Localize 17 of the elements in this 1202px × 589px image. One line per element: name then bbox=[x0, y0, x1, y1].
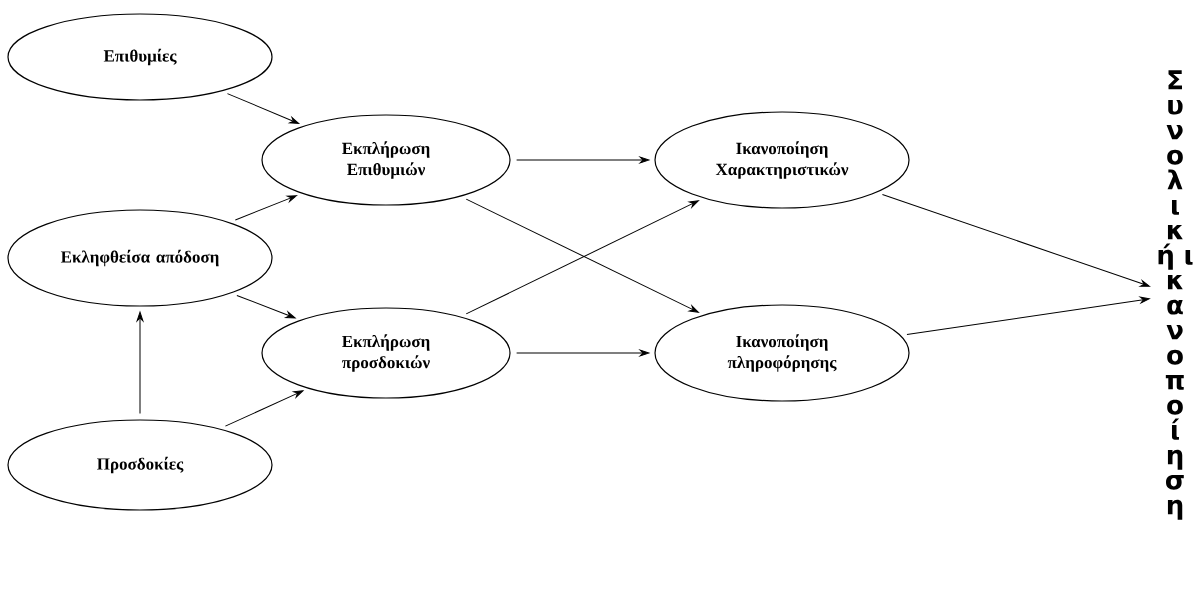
ellipse-node: Προσδοκίες bbox=[7, 419, 273, 511]
arrow bbox=[906, 296, 1150, 336]
ellipse-node: Επιθυμίες bbox=[7, 13, 273, 101]
arrow bbox=[236, 294, 296, 319]
arrow bbox=[516, 349, 650, 357]
ellipse-node: Ικανοποίηση πληροφόρησης bbox=[654, 304, 910, 402]
arrow bbox=[516, 156, 650, 164]
ellipse-node: Εκληφθείσα απόδοση bbox=[7, 209, 273, 307]
vertical-text: Συνολική ικανοποίηση bbox=[1158, 70, 1193, 520]
arrow bbox=[136, 311, 144, 414]
arrow bbox=[234, 195, 298, 221]
ellipse-node: Εκπλήρωση προσδοκιών bbox=[261, 307, 511, 399]
arrow bbox=[881, 194, 1151, 287]
arrow bbox=[226, 93, 300, 124]
ellipse-node: Εκπλήρωση Επιθυμιών bbox=[261, 114, 511, 206]
ellipse-node: Ικανοποίηση Χαρακτηριστικών bbox=[654, 111, 910, 209]
arrow bbox=[224, 390, 304, 427]
